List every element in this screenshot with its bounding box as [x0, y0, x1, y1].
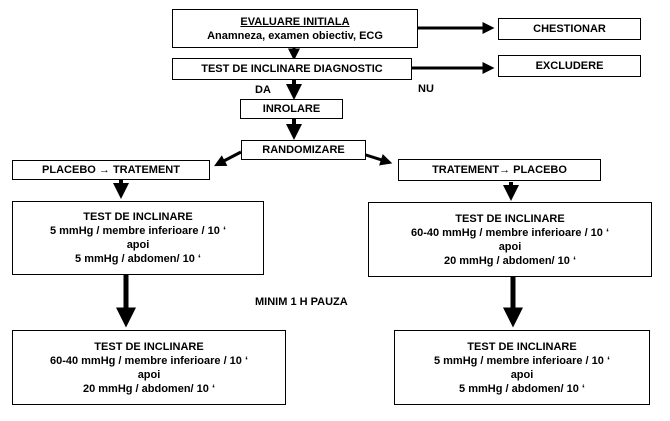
- right-test2-line3: 5 mmHg / abdomen/ 10 ‘: [459, 382, 585, 395]
- left-test2-line2: apoi: [137, 368, 161, 381]
- test-diagnostic-box: TEST DE INCLINARE DIAGNOSTIC: [172, 58, 412, 80]
- excludere-box: EXCLUDERE: [498, 55, 641, 77]
- evaluare-subtitle: Anamneza, examen obiectiv, ECG: [207, 29, 383, 42]
- right-test1-line1: 60-40 mmHg / membre inferioare / 10 ‘: [410, 226, 610, 239]
- inrolare-box: INROLARE: [240, 99, 343, 119]
- left-test2-line3: 20 mmHg / abdomen/ 10 ‘: [82, 382, 216, 395]
- right-test1-line2: apoi: [498, 240, 522, 253]
- left-arm-box: PLACEBO → TRATEMENT: [12, 160, 210, 180]
- left-test2-title: TEST DE INCLINARE: [94, 340, 204, 353]
- da-label: DA: [255, 84, 271, 96]
- right-test1-line3: 20 mmHg / abdomen/ 10 ‘: [443, 254, 577, 267]
- right-test1-box: TEST DE INCLINARE 60-40 mmHg / membre in…: [368, 202, 652, 277]
- chestionar-label: CHESTIONAR: [533, 23, 606, 35]
- right-test2-line2: apoi: [510, 368, 534, 381]
- left-test1-line1: 5 mmHg / membre inferioare / 10 ‘: [49, 225, 227, 237]
- right-arm-label: TRATEMENT→ PLACEBO: [432, 164, 567, 176]
- right-test2-box: TEST DE INCLINARE 5 mmHg / membre inferi…: [394, 330, 650, 405]
- pauza-label: MINIM 1 H PAUZA: [255, 296, 348, 308]
- left-test2-box: TEST DE INCLINARE 60-40 mmHg / membre in…: [12, 330, 286, 405]
- nu-label: NU: [418, 83, 434, 95]
- right-test2-title: TEST DE INCLINARE: [467, 340, 577, 353]
- inrolare-label: INROLARE: [262, 103, 321, 115]
- right-arm-box: TRATEMENT→ PLACEBO: [398, 159, 601, 181]
- left-test1-line3: 5 mmHg / abdomen/ 10 ‘: [75, 253, 201, 265]
- left-test2-line1: 60-40 mmHg / membre inferioare / 10 ‘: [49, 354, 249, 367]
- left-arm-label: PLACEBO → TRATEMENT: [42, 164, 180, 176]
- right-test1-title: TEST DE INCLINARE: [455, 212, 565, 225]
- randomizare-label: RANDOMIZARE: [262, 144, 345, 156]
- evaluare-initiala-box: EVALUARE INITIALA Anamneza, examen obiec…: [172, 9, 418, 48]
- right-test2-line1: 5 mmHg / membre inferioare / 10 ‘: [433, 354, 611, 367]
- left-test1-line2: apoi: [126, 239, 150, 251]
- test-diagnostic-label: TEST DE INCLINARE DIAGNOSTIC: [201, 63, 383, 75]
- arrow-to-left-arm: [214, 150, 242, 167]
- left-test1-box: TEST DE INCLINARE 5 mmHg / membre inferi…: [12, 201, 264, 275]
- left-test1-title: TEST DE INCLINARE: [83, 211, 193, 223]
- excludere-label: EXCLUDERE: [535, 60, 604, 72]
- chestionar-box: CHESTIONAR: [498, 18, 641, 40]
- randomizare-box: RANDOMIZARE: [241, 140, 366, 160]
- evaluare-title: EVALUARE INITIALA: [240, 15, 350, 28]
